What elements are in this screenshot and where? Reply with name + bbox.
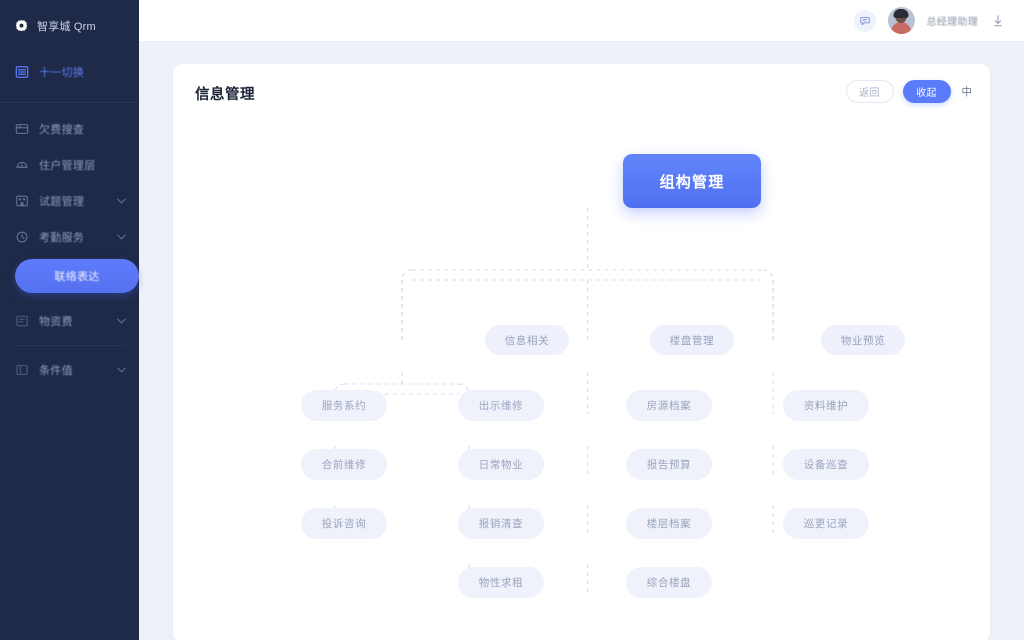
chevron-down-icon[interactable]	[113, 318, 129, 324]
back-button[interactable]: 返回	[845, 80, 894, 103]
tree-node-level2[interactable]: 楼盘管理	[650, 325, 734, 355]
content-area: 信息管理 返回 收起 中	[139, 42, 1024, 640]
tree-node-root[interactable]: 组构管理	[623, 154, 761, 208]
collapse-button[interactable]: 收起	[902, 80, 951, 103]
tree-node-leaf[interactable]: 物性求租	[458, 567, 544, 598]
card-icon	[15, 122, 29, 136]
tree-node-level2[interactable]: 信息相关	[485, 325, 569, 355]
sidebar-primary-group: 十一切换	[0, 44, 139, 103]
sidebar-divider	[14, 345, 125, 346]
sidebar-item-materials[interactable]: 物资费	[0, 303, 139, 339]
sidebar-item-exams[interactable]: 试题管理	[0, 183, 139, 219]
sidebar-item-label: 考勤服务	[39, 232, 85, 244]
avatar-body	[891, 22, 911, 34]
tree-node-leaf[interactable]: 巡更记录	[783, 508, 869, 539]
tree-node-leaf[interactable]: 服务系约	[301, 390, 387, 421]
sidebar-item-attendance[interactable]: 考勤服务	[0, 219, 139, 255]
tree-node-leaf[interactable]: 投诉咨询	[301, 508, 387, 539]
clock-icon	[15, 230, 29, 244]
sidebar-item-label: 条件值	[39, 365, 73, 377]
tree-node-leaf[interactable]: 楼层档案	[626, 508, 712, 539]
tree-connectors	[334, 208, 774, 592]
language-toggle[interactable]: 中	[961, 86, 973, 98]
sidebar-item-label: 试题管理	[39, 196, 85, 208]
helmet-icon	[15, 158, 29, 172]
gear-logo-icon	[14, 19, 29, 34]
tree-node-leaf[interactable]: 报销清查	[458, 508, 544, 539]
sidebar: 智享城 Qrm 十一切换	[0, 0, 139, 640]
tree-node-leaf[interactable]: 综合楼盘	[626, 567, 712, 598]
chat-bubble-icon[interactable]	[853, 9, 876, 32]
tree-node-leaf[interactable]: 设备巡查	[783, 449, 869, 480]
tree-node-leaf[interactable]: 出示维修	[458, 390, 544, 421]
list-icon	[15, 363, 29, 377]
sidebar-item-label: 物资费	[39, 316, 73, 328]
sidebar-item-label: 欠费搜查	[39, 124, 85, 136]
tree-node-leaf[interactable]: 日常物业	[458, 449, 544, 480]
tree-node-leaf[interactable]: 房源档案	[626, 390, 712, 421]
sidebar-logo-text: 智享城 Qrm	[37, 21, 96, 33]
tree-node-level2[interactable]: 物业预览	[821, 325, 905, 355]
sidebar-menu-group: 欠费搜查 住户管理层	[0, 103, 139, 297]
building-icon	[15, 194, 29, 208]
tree-node-leaf[interactable]: 资料维护	[783, 390, 869, 421]
dashboard-icon	[15, 65, 29, 79]
sidebar-logo[interactable]: 智享城 Qrm	[0, 8, 139, 44]
sidebar-item-conditions[interactable]: 条件值	[0, 352, 139, 388]
avatar-hair	[893, 9, 909, 18]
sidebar-item-dashboard[interactable]: 十一切换	[0, 54, 139, 90]
info-management-card: 信息管理 返回 收起 中	[173, 64, 990, 640]
card-header-actions: 返回 收起 中	[845, 80, 973, 103]
form-icon	[15, 314, 29, 328]
chevron-down-icon[interactable]	[113, 198, 129, 204]
tree-node-leaf[interactable]: 报告预算	[626, 449, 712, 480]
download-icon[interactable]	[990, 12, 1006, 30]
chevron-down-icon[interactable]	[113, 234, 129, 240]
topbar: 总经理助理	[139, 0, 1024, 42]
topbar-username: 总经理助理	[926, 17, 978, 28]
sidebar-bottom-group: 物资费 条件值	[0, 303, 139, 388]
sidebar-item-label: 联络表达	[54, 271, 100, 283]
sidebar-item-residents[interactable]: 住户管理层	[0, 147, 139, 183]
sidebar-item-label: 十一切换	[39, 67, 85, 79]
page-title: 信息管理	[195, 86, 255, 103]
card-header: 信息管理 返回 收起 中	[173, 64, 990, 122]
sidebar-item-label: 住户管理层	[39, 160, 96, 172]
avatar[interactable]	[887, 7, 915, 34]
main-region: 总经理助理 信息管理 返回 收起 中	[139, 0, 1024, 640]
sidebar-item-arrears[interactable]: 欠费搜查	[0, 111, 139, 147]
sidebar-item-contacts-active[interactable]: 联络表达	[15, 259, 139, 293]
org-tree: 组构管理 信息相关 楼盘管理 物业预览 服务系约 合前维修 投诉咨询 出示维修 …	[173, 122, 990, 640]
tree-node-leaf[interactable]: 合前维修	[301, 449, 387, 480]
chevron-down-icon[interactable]	[113, 367, 129, 373]
